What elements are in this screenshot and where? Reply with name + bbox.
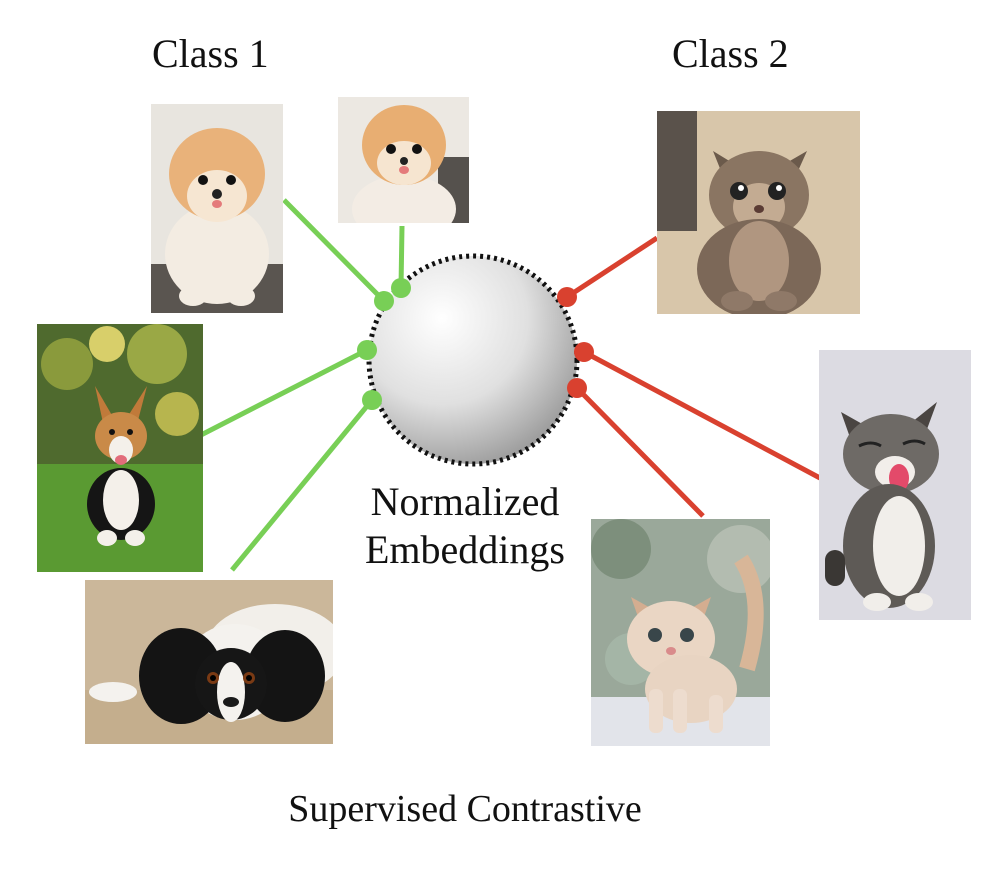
- class1-connector: [398, 225, 405, 289]
- class2-connector: [575, 386, 705, 518]
- class2-connector: [582, 349, 822, 481]
- class2-embedding-point: [574, 342, 594, 362]
- class1-embedding-point: [357, 340, 377, 360]
- class1-heading: Class 1: [152, 31, 269, 76]
- class2-embedding-point: [567, 378, 587, 398]
- embeddings-label-line2: Embeddings: [365, 527, 565, 572]
- embeddings-label-line1: Normalized: [370, 479, 560, 524]
- tabby-kitten-image: [657, 111, 860, 314]
- class1-connector: [230, 398, 374, 572]
- corgi-dog-image: [37, 324, 203, 572]
- embedding-sphere: [366, 253, 580, 467]
- class1-embedding-point: [391, 278, 411, 298]
- class1-embedding-point: [362, 390, 382, 410]
- class2-embedding-point: [557, 287, 577, 307]
- cavalier-spaniel-dog-image: [85, 580, 333, 744]
- class1-connector: [199, 347, 369, 438]
- class1-connector: [282, 198, 386, 303]
- pomeranian-dog-image: [338, 97, 469, 223]
- diagram-caption: Supervised Contrastive: [288, 788, 642, 830]
- yawning-tabby-kitten-image: [819, 350, 971, 620]
- embeddings-label: Normalized Embeddings: [335, 478, 595, 574]
- cream-kitten-image: [591, 519, 770, 746]
- class2-heading: Class 2: [672, 31, 789, 76]
- class1-embedding-point: [374, 291, 394, 311]
- pomeranian-dog-image: [151, 104, 283, 313]
- class2-connector: [565, 235, 659, 300]
